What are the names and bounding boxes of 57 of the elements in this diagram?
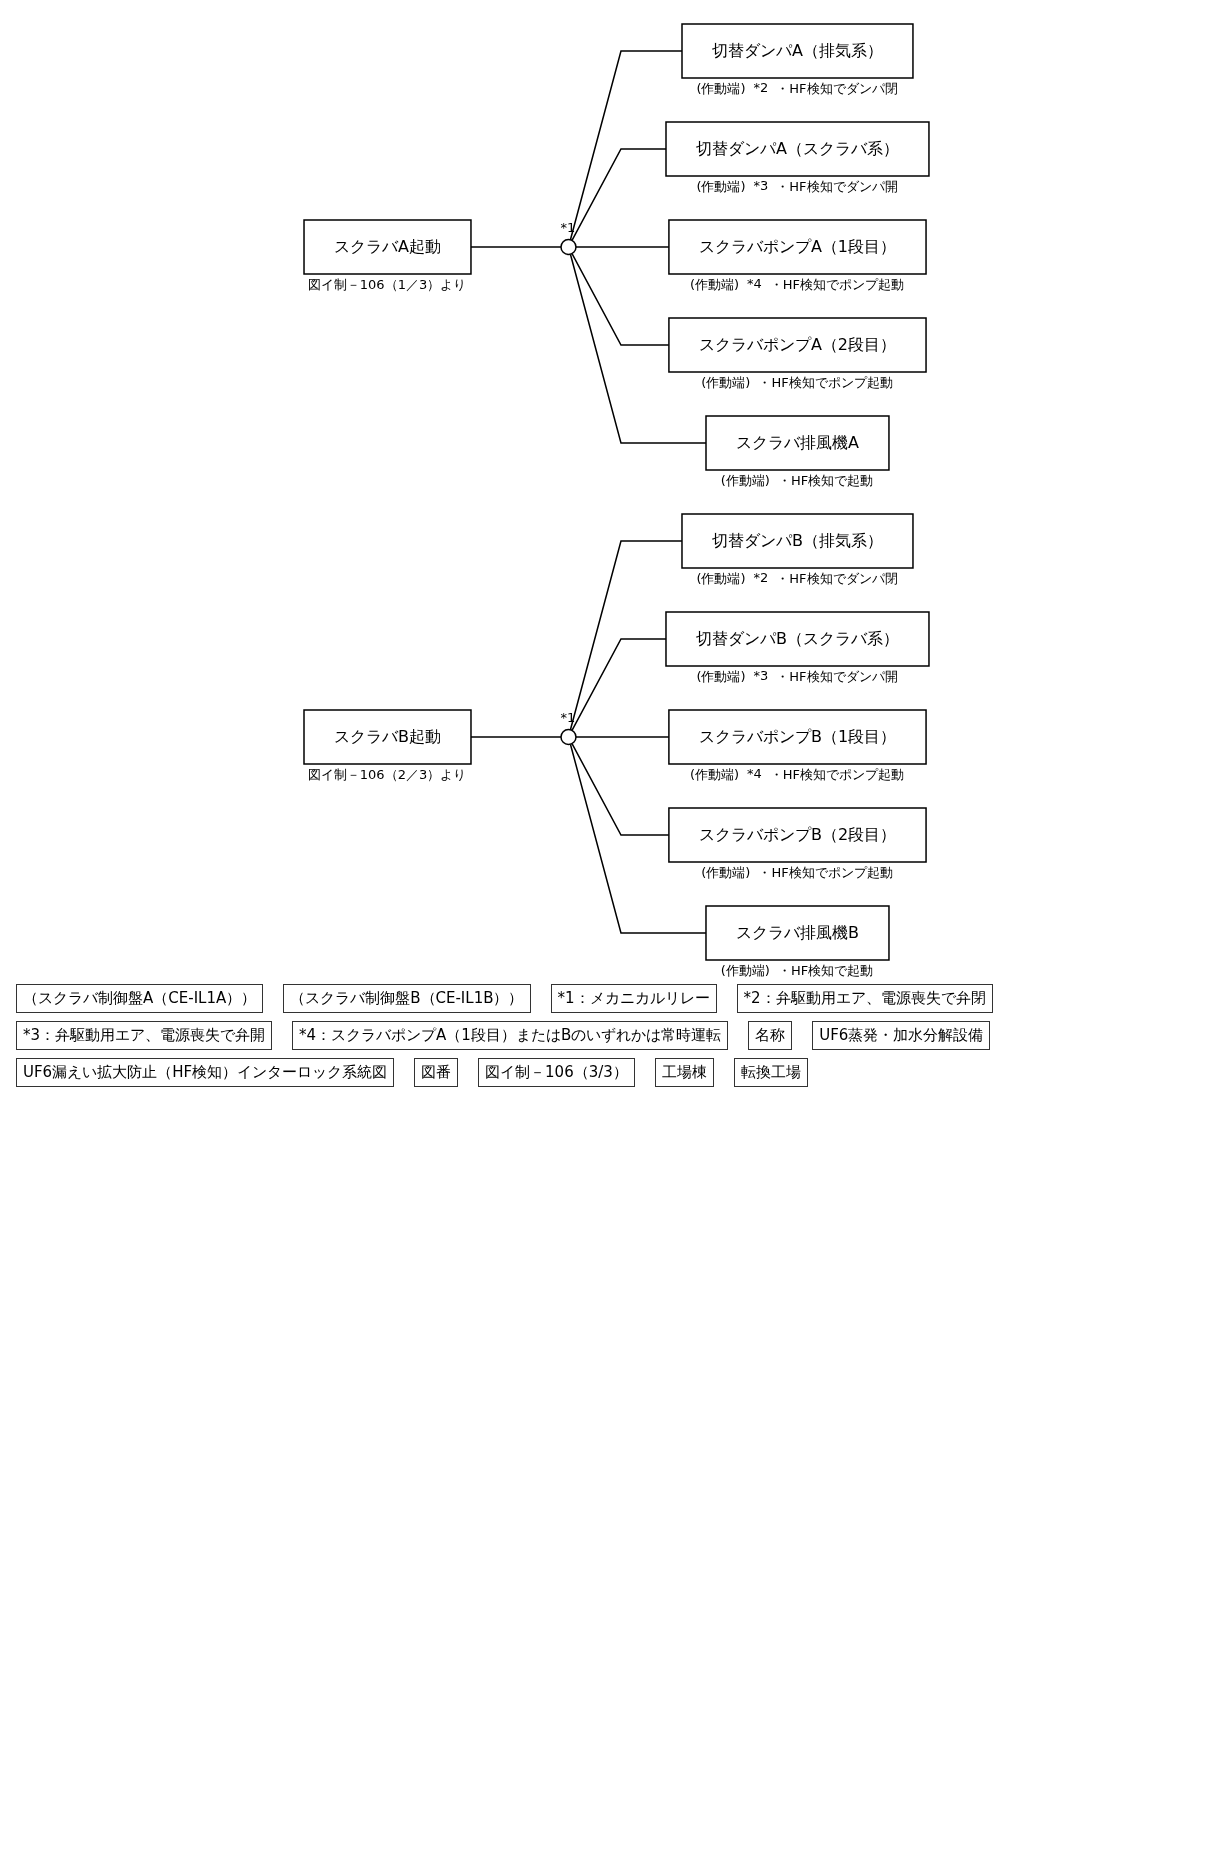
- note-text: 転換工場: [733, 1058, 808, 1087]
- note-text: *4：スクラバポンプA（1段目）またはBのいずれかは常時運転: [292, 1021, 729, 1050]
- side-note: *1: [560, 709, 576, 725]
- side-note: ・HF検知でダンパ開: [776, 178, 898, 196]
- note-text: *1：メカニカルリレー: [550, 984, 717, 1013]
- side-note: ・HF検知で起動: [777, 962, 874, 980]
- side-note: ・HF検知でダンパ開: [776, 668, 898, 686]
- note-text: *3：弁駆動用エア、電源喪失で弁開: [16, 1021, 273, 1050]
- side-note: ・HF検知でポンプ起動: [769, 276, 905, 294]
- side-note: (作動端): [701, 374, 751, 392]
- node-box: 切替ダンパB（スクラバ系）: [664, 611, 930, 667]
- side-note: ・HF検知でポンプ起動: [758, 374, 893, 392]
- side-note: ・HF検知でポンプ起動: [758, 864, 893, 882]
- side-note: ・HF検知でポンプ起動: [769, 766, 905, 784]
- note-text: 図イ制－106（3/3）: [478, 1058, 635, 1087]
- side-note: (作動端): [720, 962, 770, 980]
- node-box: スクラバ排風機A: [704, 415, 890, 471]
- side-note: ・HF検知でダンパ閉: [776, 80, 898, 98]
- node-box: 切替ダンパA（スクラバ系）: [664, 121, 930, 177]
- note-text: 図番: [414, 1058, 459, 1087]
- side-note: (作動端): [696, 178, 746, 196]
- side-note: (作動端): [696, 80, 746, 98]
- side-note: (作動端): [720, 472, 770, 490]
- node-box: 切替ダンパA（排気系）: [680, 23, 914, 79]
- side-note: *1: [560, 219, 576, 235]
- node-box: スクラバポンプB（1段目）: [667, 709, 927, 765]
- side-note: *2: [753, 80, 769, 97]
- side-note: *4: [747, 766, 762, 783]
- note-text: UF6漏えい拡大防止（HF検知）インターロック系統図: [16, 1058, 395, 1087]
- side-note: *2: [753, 570, 769, 587]
- node-box: スクラバポンプA（1段目）: [667, 219, 927, 275]
- side-note: *3: [753, 178, 769, 195]
- note-text: UF6蒸発・加水分解設備: [812, 1021, 991, 1050]
- note-text: 名称: [748, 1021, 793, 1050]
- node-box: スクラバA起動: [302, 219, 472, 275]
- node-box: スクラバ排風機B: [704, 905, 890, 961]
- side-note: (作動端): [696, 570, 746, 588]
- side-note: 図イ制－106（1／3）より: [307, 276, 467, 294]
- side-note: (作動端): [701, 864, 751, 882]
- node-circle: [559, 238, 577, 256]
- note-text: （スクラバ制御盤B（CE-IL1B））: [283, 984, 531, 1013]
- node-box: スクラバポンプA（2段目）: [667, 317, 927, 373]
- side-note: ・HF検知でダンパ閉: [776, 570, 898, 588]
- side-note: *4: [747, 276, 762, 293]
- side-note: ・HF検知で起動: [777, 472, 874, 490]
- node-box: スクラバB起動: [302, 709, 472, 765]
- side-note: (作動端): [689, 276, 740, 294]
- side-note: 図イ制－106（2／3）より: [307, 766, 467, 784]
- side-note: *3: [753, 668, 769, 685]
- note-text: *2：弁駆動用エア、電源喪失で弁閉: [736, 984, 993, 1013]
- side-note: (作動端): [696, 668, 746, 686]
- node-box: スクラバポンプB（2段目）: [667, 807, 927, 863]
- side-note: (作動端): [689, 766, 740, 784]
- note-text: （スクラバ制御盤A（CE-IL1A））: [16, 984, 264, 1013]
- node-box: 切替ダンパB（排気系）: [680, 513, 914, 569]
- node-circle: [559, 728, 577, 746]
- note-text: 工場棟: [654, 1058, 714, 1087]
